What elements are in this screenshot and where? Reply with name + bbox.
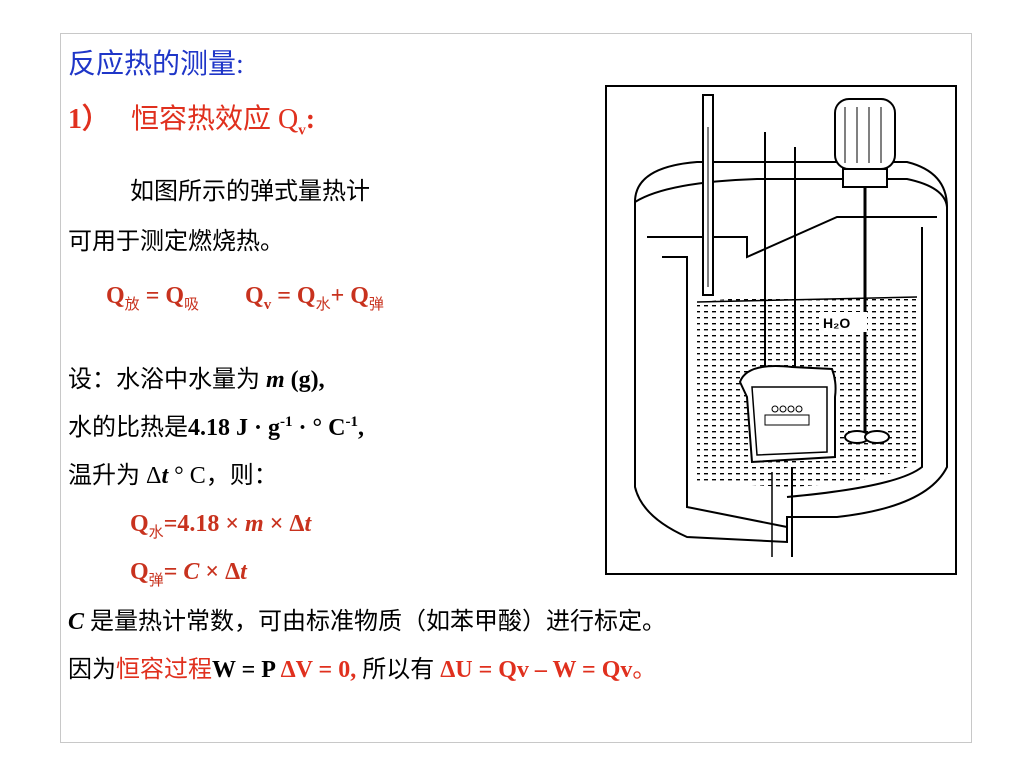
concl-g: 。 (632, 657, 657, 683)
calorimeter-drawing: H₂O (634, 94, 948, 557)
water-label: H₂O (823, 315, 850, 331)
setup-1m: m (266, 367, 285, 393)
setup-2d: , (357, 415, 364, 441)
setup-line-1: 设：水浴中水量为 m (g), (68, 365, 325, 395)
concl-c: W = P (212, 657, 281, 683)
setup-2sup1: -1 (280, 414, 293, 430)
f1-t: t (304, 511, 312, 537)
conclusion-line: 因为恒容过程W = P ΔV = 0, 所以有 ΔU = Qv – W = Qv… (68, 655, 656, 685)
title-text: 反应热的测量: (68, 49, 244, 80)
setup-3a: 温升为 Δ (68, 463, 162, 489)
section-heading: 1） 恒容热效应 Qv: (68, 103, 316, 139)
concl-d: ΔV = 0, (280, 657, 357, 683)
f2-t: t (240, 559, 247, 585)
eq1-mid2: = Q (271, 283, 316, 309)
section-number: 1） (68, 104, 111, 135)
setup-2b: 4.18 J · g (188, 415, 281, 441)
eq1-sub-dan: 弹 (368, 296, 384, 313)
concl-a: 因为 (68, 657, 116, 683)
eq1-q: Q (106, 283, 125, 309)
f2-q: Q (130, 559, 149, 585)
section-label: 恒容热效应 Q (131, 104, 299, 135)
note-c: C (68, 609, 85, 635)
calibration-note: C 是量热计常数，可由标准物质（如苯甲酸）进行标定。 (68, 607, 666, 637)
setup-2a: 水的比热是 (68, 415, 188, 441)
concl-b: 恒容过程 (116, 657, 212, 683)
setup-3t: t (161, 463, 169, 489)
page-title: 反应热的测量: (68, 48, 244, 82)
setup-3b: ° C，则： (168, 463, 278, 489)
eq1-q2: Q (245, 283, 264, 309)
bomb-calorimeter-figure: H₂O (605, 85, 957, 575)
setup-1b: (g), (284, 367, 325, 393)
equation-q-balance: Q放 = Q吸 Qv = Q水+ Q弹 (106, 281, 384, 313)
f1-q: Q (130, 511, 149, 537)
note-text: 是量热计常数，可由标准物质（如苯甲酸）进行标定。 (84, 609, 667, 635)
section-sub: v (298, 122, 306, 139)
setup-2sup2: -1 (345, 414, 358, 430)
eq1-sub-shui: 水 (315, 296, 331, 313)
eq1-sub-fang: 放 (124, 296, 140, 313)
f1-b: × Δ (263, 511, 305, 537)
concl-e: 所以有 (356, 657, 441, 683)
formula-q-bomb: Q弹= C × Δt (130, 557, 247, 589)
eq1-plus: + Q (330, 283, 369, 309)
setup-line-3: 温升为 Δt ° C，则： (68, 461, 278, 491)
formula-q-water: Q水=4.18 × m × Δt (130, 509, 312, 541)
eq1-mid: = Q (139, 283, 185, 309)
section-colon: : (305, 104, 316, 135)
setup-2c: · ° C (292, 415, 346, 441)
f2-b: × Δ (199, 559, 241, 585)
f1-sub: 水 (148, 524, 164, 541)
f2-a: = (163, 559, 184, 585)
f2-sub: 弹 (148, 572, 164, 589)
intro-line-1: 如图所示的弹式量热计 (130, 179, 370, 205)
eq1-sub-v: v (263, 296, 272, 313)
intro-line-2: 可用于测定燃烧热。 (68, 229, 284, 255)
eq1-sub-xi: 吸 (184, 296, 200, 313)
setup-1a: 设：水浴中水量为 (68, 367, 266, 393)
slide-frame (60, 33, 972, 743)
f1-a: =4.18 × (163, 511, 246, 537)
f1-m: m (245, 511, 264, 537)
concl-f: ΔU = Qv – W = Qv (440, 657, 633, 683)
setup-line-2: 水的比热是4.18 J · g-1 · ° C-1, (68, 413, 364, 443)
f2-c: C (183, 559, 200, 585)
